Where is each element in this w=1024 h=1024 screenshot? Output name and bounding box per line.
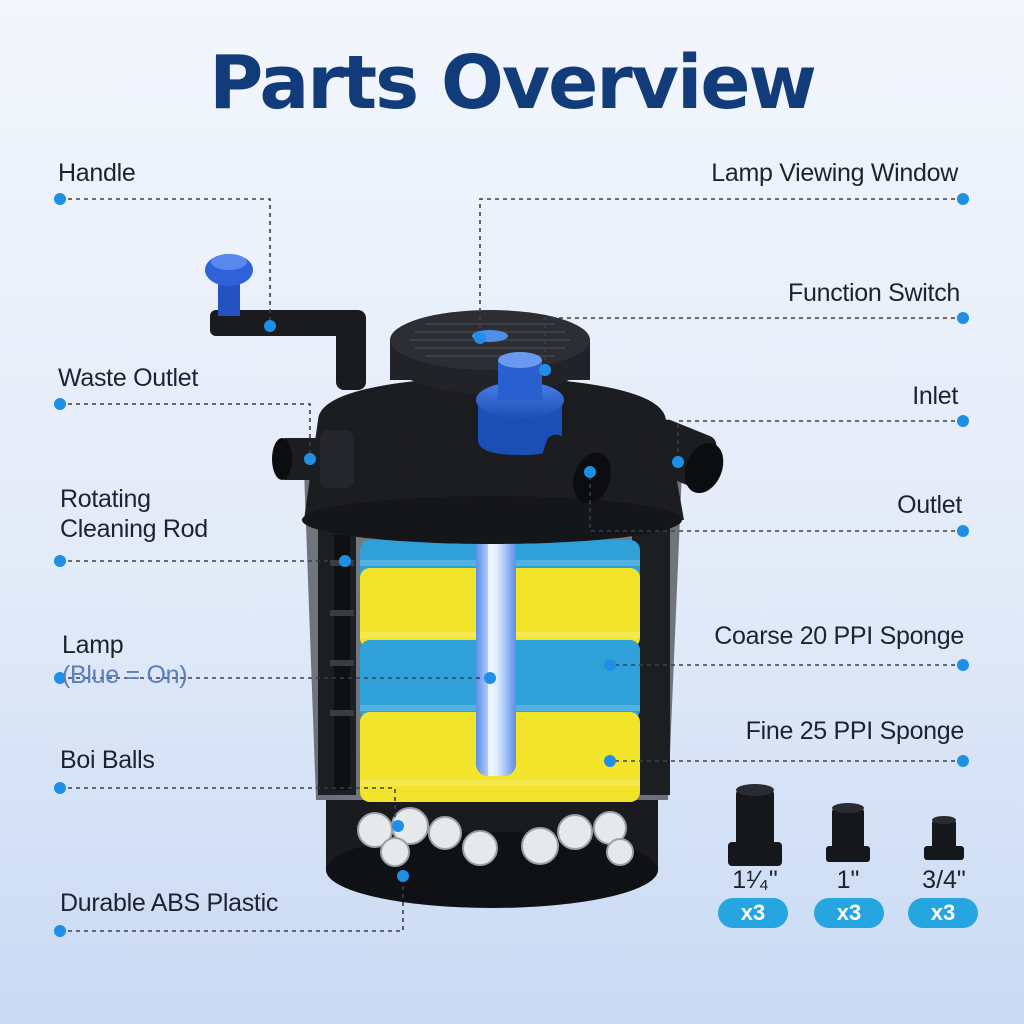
- label-lamp-text: Lamp: [62, 631, 124, 659]
- label-lamp: Lamp (Blue = On): [62, 600, 188, 720]
- handle: [205, 254, 366, 390]
- label-lamp-note: (Blue = On): [62, 661, 188, 689]
- inlet-pipe: [644, 419, 724, 494]
- label-handle: Handle: [58, 159, 136, 187]
- page-title: Parts Overview: [209, 40, 817, 126]
- fitting-qty-badge-3: x3: [908, 898, 978, 928]
- fitting-qty-badge-1: x3: [718, 898, 788, 928]
- label-function-switch: Function Switch: [788, 279, 960, 307]
- outlet-pipe: [536, 434, 611, 504]
- label-coarse-sponge: Coarse 20 PPI Sponge: [714, 622, 964, 650]
- fitting-size-1: 1¹⁄₄": [732, 866, 778, 894]
- label-bio-balls: Boi Balls: [60, 746, 155, 774]
- label-inlet: Inlet: [912, 382, 958, 410]
- fitting-3-4: [924, 816, 964, 860]
- bio-balls: [357, 807, 634, 867]
- label-outlet: Outlet: [897, 491, 962, 519]
- fitting-1: [826, 803, 870, 862]
- label-fine-sponge: Fine 25 PPI Sponge: [745, 717, 965, 745]
- label-rotating-cleaning-rod: Rotating Cleaning Rod: [60, 485, 208, 543]
- fitting-size-3: 3/4": [922, 866, 966, 894]
- waste-outlet-pipe: [272, 430, 416, 488]
- fitting-size-2: 1": [836, 866, 860, 894]
- uv-lamp: [476, 536, 516, 776]
- leader-dots: [54, 193, 969, 937]
- leader-lines: [60, 198, 963, 932]
- label-waste-outlet: Waste Outlet: [58, 364, 198, 392]
- label-abs-plastic: Durable ABS Plastic: [60, 889, 279, 917]
- fitting-1-1-4: [728, 784, 782, 866]
- fitting-qty-badge-2: x3: [814, 898, 884, 928]
- label-lamp-viewing-window: Lamp Viewing Window: [711, 159, 958, 187]
